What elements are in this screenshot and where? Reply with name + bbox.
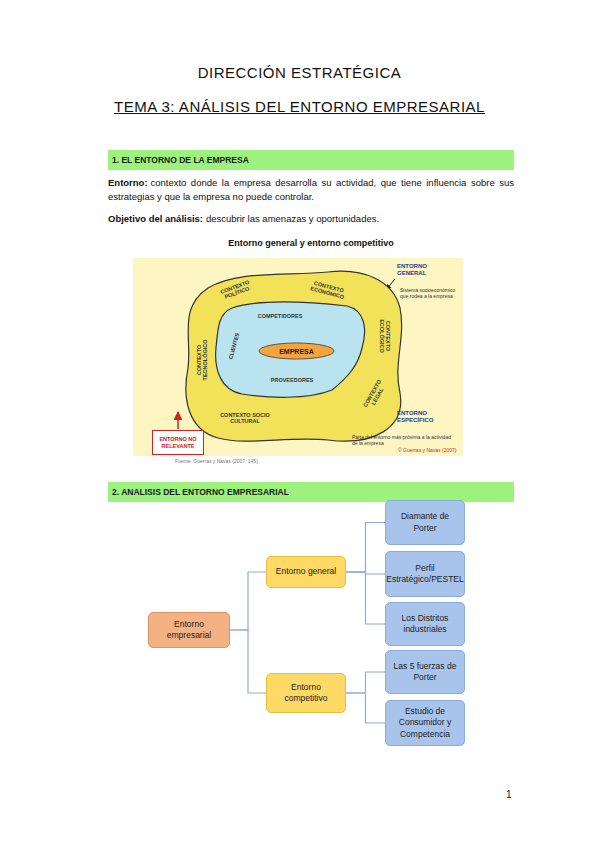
- section-band: 2. ANALISIS DEL ENTORNO EMPRESARIAL: [108, 482, 514, 502]
- context-label: CONTEXTO ECOLÓGICO: [379, 306, 392, 366]
- node-text: 1. EL ENTORNO DE LA EMPRESA: [112, 155, 249, 165]
- node-text: Diamante de Porter: [390, 511, 460, 533]
- node-text: Entorno competitivo: [271, 682, 341, 704]
- term-label: Entorno:: [108, 177, 148, 188]
- image-frame: [133, 258, 463, 456]
- definition-text: contexto donde la empresa desarrolla su …: [108, 177, 514, 202]
- node-text: ENTORNO NO RELEVANTE: [154, 436, 202, 449]
- callout-label: ENTORNO ESPECÍFICO: [397, 410, 447, 424]
- figure-caption: Entorno general y entorno competitivo: [108, 238, 514, 248]
- callout-label-text: ENTORNO ESPECÍFICO: [397, 410, 433, 423]
- callout-box: ENTORNO NO RELEVANTE: [152, 430, 204, 455]
- tree-box: Estudio de Consumidor y Competencia: [385, 700, 465, 746]
- tree-box: Los Distritos industriales: [385, 602, 465, 646]
- callout-note: Sistema socioeconómico que rodea a la em…: [400, 287, 458, 299]
- term-label: Objetivo del análisis:: [108, 213, 203, 224]
- tree-box: Perfil Estratégico/PESTEL: [385, 551, 465, 597]
- tree-box: Entorno empresarial: [148, 612, 230, 648]
- general-environment-outline: [186, 271, 402, 441]
- definition-text: descubrir las amenazas y oportunidades.: [206, 213, 379, 224]
- tree-connector: [346, 523, 385, 573]
- callout-note-text: Sistema socioeconómico que rodea a la em…: [400, 287, 455, 299]
- title-text: DIRECCIÓN ESTRATÉGICA: [198, 64, 402, 81]
- tree-box: Entorno general: [266, 556, 346, 588]
- tree-connector: [346, 693, 385, 723]
- region-1: CONTEXTO POLÍTICOCONTEXTO ECONÓMICOCONTE…: [178, 268, 406, 448]
- node-text: Los Distritos industriales: [390, 613, 460, 635]
- paragraph: Objetivo del análisis:descubrir las amen…: [108, 212, 514, 226]
- page-number-text: 1: [506, 789, 512, 800]
- tree-box: Diamante de Porter: [385, 500, 465, 545]
- node-text: 2. ANALISIS DEL ENTORNO EMPRESARIAL: [112, 487, 289, 497]
- caption-text: Entorno general y entorno competitivo: [228, 238, 394, 248]
- subtitle: TEMA 3: ANÁLISIS DEL ENTORNO EMPRESARIAL: [0, 98, 599, 115]
- context-label: PROVEEDORES: [267, 377, 317, 383]
- page-number: 1: [506, 789, 526, 800]
- credit-note-text: © Guerras y Navas (2007): [398, 447, 456, 453]
- credit-note: © Guerras y Navas (2007): [398, 447, 460, 453]
- specific-environment-outline: [216, 302, 365, 398]
- node-text: EMPRESA: [279, 348, 314, 355]
- tree-connector: [230, 572, 266, 630]
- callout-label: ENTORNO GENERAL: [397, 263, 443, 277]
- paragraph: Entorno:contexto donde la empresa desarr…: [108, 176, 514, 205]
- node-text: Perfil Estratégico/PESTEL: [386, 563, 463, 585]
- region-3: EMPRESA: [258, 342, 335, 360]
- context-label: COMPETIDORES: [255, 313, 305, 319]
- tree-box: Entorno competitivo: [266, 673, 346, 713]
- node-text: Entorno empresarial: [153, 619, 225, 641]
- tree-connector: [230, 630, 266, 693]
- node-text: Entorno general: [276, 566, 337, 577]
- company-ellipse: [259, 343, 334, 359]
- context-label: CONTEXTO SOCIO CULTURAL: [220, 412, 270, 425]
- tree-connector: [346, 672, 385, 693]
- node-text: Estudio de Consumidor y Competencia: [390, 706, 460, 739]
- tree-connector: [346, 572, 385, 624]
- source-note: Fuente: Guerras y Navas (2007: 145): [175, 458, 375, 464]
- source-note-text: Fuente: Guerras y Navas (2007: 145): [175, 458, 258, 464]
- node-text: Las 5 fuerzas de Porter: [390, 661, 460, 683]
- tree-box: Las 5 fuerzas de Porter: [385, 650, 465, 694]
- section-band: 1. EL ENTORNO DE LA EMPRESA: [108, 150, 514, 170]
- callout-label-text: ENTORNO GENERAL: [397, 263, 427, 276]
- context-label: CONTEXTO TECNOLÓGICO: [196, 325, 209, 395]
- region-2: COMPETIDORESCLIENTESPROVEEDORESEMPRESA: [212, 298, 367, 400]
- page-title: DIRECCIÓN ESTRATÉGICA: [0, 64, 599, 81]
- callout-note-text: Parte del entorno más próxima a la activ…: [352, 434, 451, 446]
- subtitle-text: TEMA 3: ANÁLISIS DEL ENTORNO EMPRESARIAL: [114, 98, 485, 115]
- leader-arrow: [177, 412, 179, 429]
- callout-note: Parte del entorno más próxima a la activ…: [352, 434, 452, 446]
